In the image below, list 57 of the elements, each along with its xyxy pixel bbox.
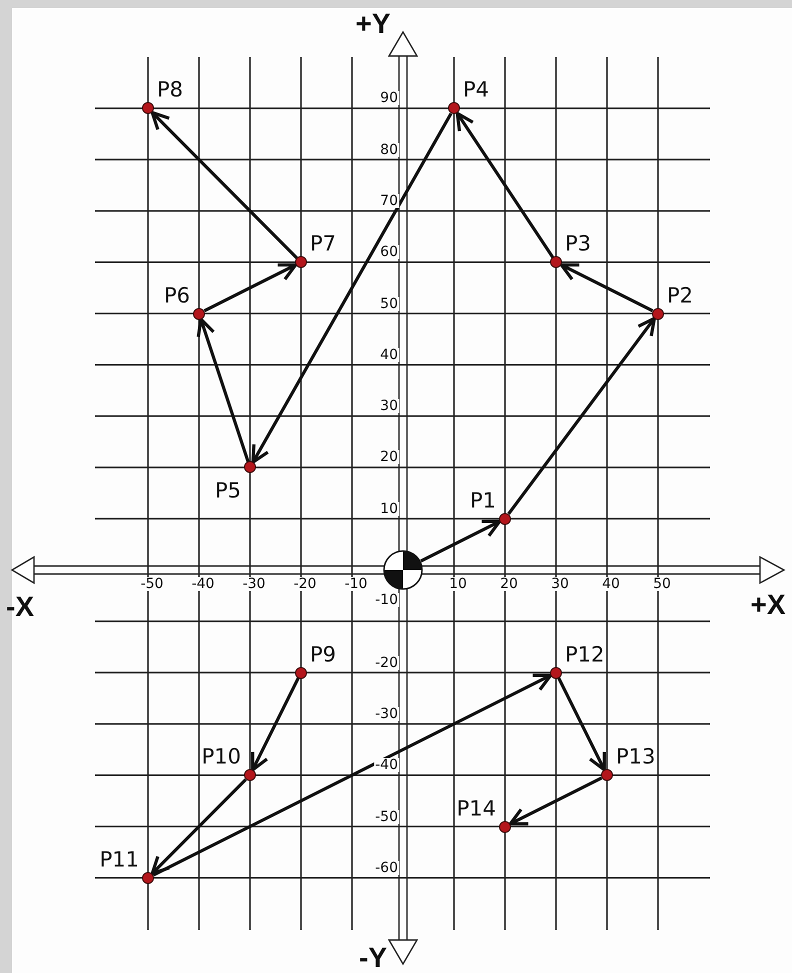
tick-label: 40 <box>379 348 399 362</box>
tick-label: 80 <box>379 142 399 157</box>
point-label: P8 <box>156 80 184 101</box>
point-label: P3 <box>564 234 592 255</box>
point-label: P2 <box>666 285 694 306</box>
point-label: P5 <box>214 480 242 502</box>
axis-label: +X <box>749 591 787 619</box>
tick-label: -50 <box>374 810 399 824</box>
arrow <box>150 778 247 876</box>
tick-label: -20 <box>374 656 399 670</box>
tick-label: 10 <box>448 577 468 591</box>
tick-label: 60 <box>379 245 399 260</box>
tick-label: 10 <box>379 502 399 516</box>
point-label: P7 <box>309 234 338 255</box>
tick-label: 50 <box>379 296 399 310</box>
arrow <box>557 677 606 772</box>
point-label: P9 <box>309 644 338 666</box>
tick-label: -40 <box>374 758 399 772</box>
axis-label: -X <box>5 593 35 621</box>
point-label: P6 <box>162 285 191 306</box>
tick-label: 20 <box>379 450 399 464</box>
point-label: P13 <box>615 746 656 768</box>
tick-label: -40 <box>190 577 216 591</box>
arrow <box>420 520 502 562</box>
point-label: P12 <box>564 644 606 666</box>
arrow <box>251 677 300 772</box>
tick-label: 30 <box>379 399 399 414</box>
point-label: P1 <box>468 490 497 512</box>
tick-label: -60 <box>374 860 399 875</box>
tick-label: -10 <box>344 577 368 591</box>
axis-label: +Y <box>354 10 392 38</box>
tick-label: 50 <box>652 577 672 591</box>
tick-label: -10 <box>374 593 399 607</box>
tick-label: 40 <box>601 577 621 591</box>
axis-label: -Y <box>358 944 388 972</box>
tick-label: -30 <box>242 577 266 591</box>
arrow <box>152 674 552 877</box>
point-label: P11 <box>98 849 140 870</box>
arrow <box>456 112 554 258</box>
point-label: P10 <box>200 746 242 768</box>
tick-label: -20 <box>292 577 318 591</box>
point-label: P14 <box>456 798 497 819</box>
arrow <box>150 110 298 260</box>
tick-label: -30 <box>374 706 399 721</box>
tick-label: 90 <box>379 91 399 106</box>
arrow <box>560 263 654 312</box>
arrow <box>196 318 250 462</box>
tick-label: 20 <box>499 577 519 591</box>
tick-label: -50 <box>140 577 164 591</box>
tick-label: 30 <box>550 577 570 591</box>
point-label: P4 <box>462 80 490 101</box>
arrow <box>508 776 602 826</box>
arrow <box>204 263 298 312</box>
origin-symbol <box>383 550 423 590</box>
tick-label: 70 <box>379 194 399 208</box>
arrow <box>507 316 656 515</box>
arrow <box>251 112 452 464</box>
